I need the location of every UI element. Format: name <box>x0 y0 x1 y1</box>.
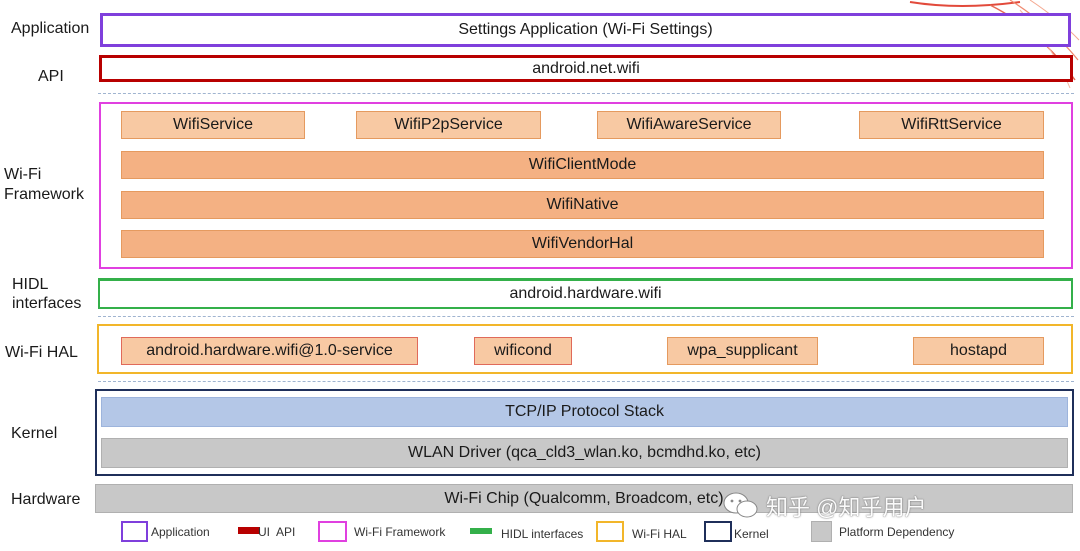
wifi-chip-box: Wi-Fi Chip (Qualcomm, Broadcom, etc) <box>95 484 1073 513</box>
legend-swatch-hidl <box>470 528 492 534</box>
hidl-label: android.hardware.wifi <box>509 285 662 302</box>
wifi-p2p-service-box: WifiP2pService <box>356 111 541 139</box>
api-label: android.net.wifi <box>532 59 640 77</box>
wechat-icon <box>723 492 758 518</box>
wlan-driver-label: WLAN Driver (qca_cld3_wlan.ko, bcmdhd.ko… <box>407 444 762 461</box>
layer-label-framework: Wi-Fi Framework <box>4 166 85 203</box>
settings-application-box: Settings Application (Wi-Fi Settings) <box>100 13 1071 47</box>
divider-hidl-hal <box>98 316 1074 317</box>
watermark-text: 知乎 @知乎用户 <box>766 495 927 520</box>
legend-swatch-platform <box>811 521 832 542</box>
layer-label-hidl: HIDL interfaces <box>12 276 82 312</box>
wifi-rtt-service-label: WifiRttService <box>901 116 1002 133</box>
wifi-client-mode-label: WifiClientMode <box>528 156 637 173</box>
api-box: android.net.wifi <box>99 55 1073 82</box>
hostapd-box: hostapd <box>913 337 1044 365</box>
wifi-native-label: WifiNative <box>546 196 619 213</box>
wpa-supplicant-box: wpa_supplicant <box>667 337 818 365</box>
wifi-vendor-hal-label: WifiVendorHal <box>531 235 634 252</box>
legend-swatch-application <box>121 521 148 542</box>
legend-swatch-kernel <box>704 521 732 542</box>
layer-label-hardware: Hardware <box>11 491 81 508</box>
legend-label-kernel: Kernel <box>734 527 769 541</box>
wificond-box: wificond <box>474 337 572 365</box>
legend-label-framework: Wi-Fi Framework <box>354 525 446 539</box>
wifi-native-box: WifiNative <box>121 191 1044 219</box>
hidl-top-bar <box>98 278 1073 283</box>
wifi-service-label: WifiService <box>172 116 253 133</box>
wificond-label: wificond <box>494 342 552 359</box>
legend-label-application: Application <box>151 525 210 539</box>
layer-label-api: API <box>38 68 64 85</box>
wpa-supplicant-label: wpa_supplicant <box>687 342 798 359</box>
layer-label-application: Application <box>11 20 90 37</box>
layer-label-hal: Wi-Fi HAL <box>5 344 78 361</box>
wifi-p2p-service-label: WifiP2pService <box>394 116 503 133</box>
legend-swatch-hal <box>596 521 624 542</box>
legend-label-platform: Platform Dependency <box>839 525 955 539</box>
legend-label-api: UI API <box>258 525 296 539</box>
legend-swatch-api <box>238 527 260 534</box>
hostapd-label: hostapd <box>950 342 1007 359</box>
hal-service-label: android.hardware.wifi@1.0-service <box>146 342 393 359</box>
wifi-client-mode-box: WifiClientMode <box>121 151 1044 179</box>
hal-service-box: android.hardware.wifi@1.0-service <box>121 337 418 365</box>
wifi-rtt-service-box: WifiRttService <box>859 111 1044 139</box>
hidl-box: android.hardware.wifi <box>98 281 1073 309</box>
legend-swatch-framework <box>318 521 347 542</box>
watermark: 知乎 @知乎用户 <box>722 490 926 522</box>
tcp-ip-box: TCP/IP Protocol Stack <box>101 397 1068 427</box>
layer-label-kernel: Kernel <box>11 425 58 442</box>
divider-api-framework <box>98 93 1074 94</box>
wifi-aware-service-box: WifiAwareService <box>597 111 781 139</box>
wifi-chip-label: Wi-Fi Chip (Qualcomm, Broadcom, etc) <box>444 489 724 507</box>
settings-application-label: Settings Application (Wi-Fi Settings) <box>458 21 713 38</box>
divider-hal-kernel <box>98 381 1074 382</box>
legend-label-hal: Wi-Fi HAL <box>632 527 687 541</box>
wlan-driver-box: WLAN Driver (qca_cld3_wlan.ko, bcmdhd.ko… <box>101 438 1068 468</box>
wifi-service-box: WifiService <box>121 111 305 139</box>
wifi-vendor-hal-box: WifiVendorHal <box>121 230 1044 258</box>
tcp-ip-label: TCP/IP Protocol Stack <box>505 403 664 420</box>
legend-label-hidl: HIDL interfaces <box>501 527 584 541</box>
wifi-aware-service-label: WifiAwareService <box>626 116 752 133</box>
